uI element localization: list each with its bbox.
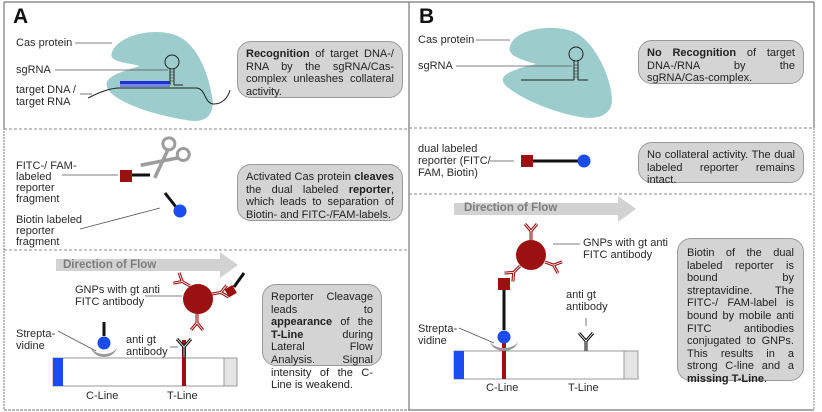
bubble-text: the dual labeled (246, 183, 349, 196)
label-gnp-b-2: FITC antibody (583, 249, 653, 261)
label-cas-protein-a: Cas protein (16, 37, 73, 49)
label-anti-gt-b-2: antibody (566, 301, 608, 313)
test-strip-a (52, 340, 238, 387)
bubble-text: . (764, 372, 768, 385)
bubble-text: of the (332, 316, 373, 329)
label-anti-gt-a-1: anti gt (126, 334, 156, 346)
dual-reporter-b (490, 154, 591, 168)
flow-arrow-b (454, 196, 636, 222)
label-gnp-a-1: GNPs with gt anti (75, 284, 160, 296)
biotin-fragment-a (79, 192, 187, 230)
label-strepta-a-2: vidine (16, 340, 45, 352)
bubble-text: Reporter Cleavage leads to (271, 291, 373, 316)
bubble-bold: No Recognition (647, 47, 737, 59)
panel-frames (3, 1, 815, 411)
label-t-line-a: T-Line (167, 390, 198, 402)
anti-gt-antibody-a (170, 337, 193, 359)
bubble-text: of target DNA-/RNA by the sgRNA/Cas-comp… (647, 47, 795, 85)
bubble-text: Activated Cas protein (246, 171, 355, 183)
bubble-text: , which leads to separation of Biotin- a… (246, 183, 394, 221)
label-dual-reporter-2: reporter (FITC/ (418, 155, 491, 167)
label-target-a-1: target DNA / (16, 84, 76, 96)
bubble-bold: appearance (271, 316, 333, 329)
label-biotin-fragment-3: fragment (16, 236, 60, 248)
label-sgrna-a: sgRNA (16, 64, 51, 76)
bubble-recognition-a: Recognition of target DNA-/ RNA by the s… (237, 41, 403, 98)
bubble-reporter-b: No collateral activity. The dual labeled… (638, 142, 804, 187)
anti-gt-antibody-b (577, 318, 595, 353)
panel-label-a: A (13, 5, 29, 28)
label-fitc-fragment-1: FITC-/ FAM- (16, 160, 77, 172)
target-duplex-a (120, 81, 170, 87)
label-strepta-b-2: vidine (418, 335, 447, 347)
bubble-bold: missing T-Line (687, 372, 765, 385)
label-biotin-fragment-2: reporter (16, 225, 55, 237)
flow-label-a: Direction of Flow (63, 259, 157, 271)
label-anti-gt-a-2: antibody (126, 346, 168, 358)
bubble-lateral-flow-a: Reporter Cleavage leads to appearance of… (262, 284, 382, 391)
bubble-bold: T-Line (271, 328, 304, 341)
gnp-a (145, 271, 246, 332)
bubble-bold: Recognition (246, 48, 310, 60)
leader-lines-a1 (55, 42, 168, 95)
panel-label-b: B (419, 5, 435, 28)
gnp-b (498, 222, 580, 290)
bubble-bold: cleaves (354, 171, 394, 183)
bubble-text: of target DNA-/ RNA by the sgRNA/Cas-com… (246, 48, 394, 98)
label-gnp-b-1: GNPs with gt anti (583, 237, 668, 249)
flow-label-b: Direction of Flow (464, 202, 558, 214)
label-t-line-b: T-Line (568, 382, 599, 394)
bubble-cleavage-a: Activated Cas protein cleaves the dual l… (237, 164, 403, 221)
bubble-bold: reporter (348, 183, 391, 196)
bubble-text: No collateral activity. The dual labeled… (647, 149, 795, 187)
streptavidin-a (57, 322, 117, 357)
label-fitc-fragment-2: labeled (16, 171, 52, 183)
fitc-fragment-a (62, 170, 150, 182)
cas-protein-b (502, 27, 612, 118)
label-c-line-a: C-Line (86, 390, 119, 402)
scissors-icon (140, 136, 191, 179)
label-strepta-a-1: Strepta- (16, 328, 56, 340)
label-sgrna-b: sgRNA (418, 60, 453, 72)
flow-arrow-a (56, 252, 238, 278)
test-strip-b (453, 340, 639, 380)
target-strand-a (87, 87, 231, 105)
label-anti-gt-b-1: anti gt (566, 289, 596, 301)
label-fitc-fragment-4: fragment (16, 193, 60, 205)
label-cas-protein-b: Cas protein (418, 34, 475, 46)
cas-protein-a (106, 32, 213, 121)
label-dual-reporter-1: dual labeled (418, 143, 478, 155)
bubble-recognition-b: No Recognition of target DNA-/RNA by the… (638, 40, 804, 84)
bubble-text: Biotin of the dual labeled reporter is b… (687, 247, 794, 373)
bubble-text: during Lateral Flow Analysis. Signal int… (271, 328, 373, 392)
label-biotin-fragment-1: Biotin labeled (16, 214, 83, 226)
label-c-line-b: C-Line (486, 382, 519, 394)
label-target-a-2: target RNA (16, 96, 71, 108)
label-fitc-fragment-3: reporter (16, 182, 55, 194)
sgrna-hairpin-b (521, 46, 588, 81)
label-dual-reporter-3: FAM, Biotin) (418, 167, 478, 179)
streptavidin-b (458, 288, 518, 351)
label-gnp-a-2: FITC antibody (75, 296, 145, 308)
bubble-lateral-flow-b: Biotin of the dual labeled reporter is b… (677, 238, 804, 385)
label-strepta-b-1: Strepta- (418, 323, 458, 335)
leader-lines-b1 (456, 39, 572, 67)
